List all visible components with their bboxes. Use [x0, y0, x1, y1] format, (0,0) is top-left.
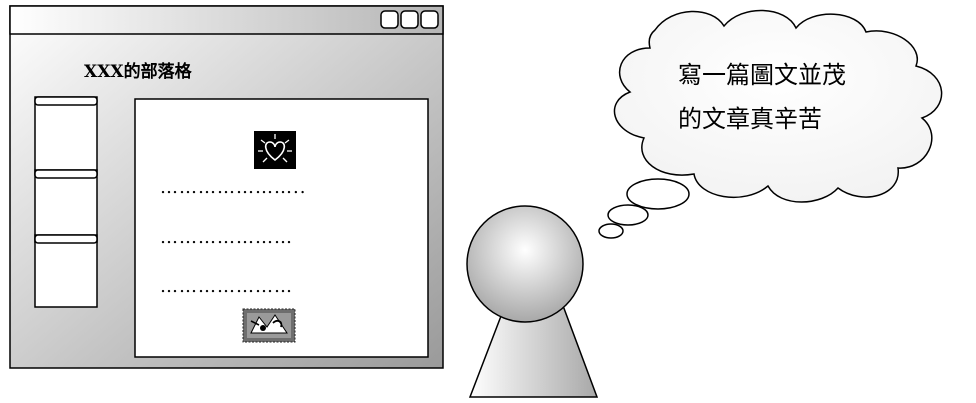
content-line: ………………… [160, 276, 293, 297]
sidebar-box[interactable] [35, 235, 97, 307]
thought-line-1: 寫一篇圖文並茂 [678, 61, 846, 89]
thought-trail-bubble-large [627, 179, 689, 209]
sidebar [35, 97, 97, 307]
blog-title: XXX的部落格 [84, 61, 193, 82]
window-title-bar [10, 6, 443, 34]
blog-window: XXX的部落格 ………………….. ………………… ………………… [10, 6, 443, 368]
person-figure-icon [467, 206, 597, 397]
content-line: ………………….. [160, 177, 306, 198]
close-button[interactable] [421, 11, 438, 28]
sidebar-box[interactable] [35, 170, 97, 242]
sidebar-box-tab [35, 97, 97, 105]
title-bar-buttons [381, 11, 438, 28]
maximize-button[interactable] [401, 11, 418, 28]
sidebar-box-tab [35, 170, 97, 178]
figure-head [467, 206, 583, 322]
sidebar-box[interactable] [35, 97, 97, 175]
sidebar-box-tab [35, 235, 97, 243]
thought-line-2: 的文章真辛苦 [678, 105, 822, 133]
postage-stamp-icon [243, 309, 295, 342]
thought-trail-bubble-small [599, 224, 623, 238]
thought-trail-bubble-medium [608, 205, 648, 225]
heart-sun-icon [254, 131, 296, 169]
content-line: ………………… [160, 227, 293, 248]
thought-bubble: 寫一篇圖文並茂 的文章真辛苦 [599, 10, 942, 238]
minimize-button[interactable] [381, 11, 398, 28]
